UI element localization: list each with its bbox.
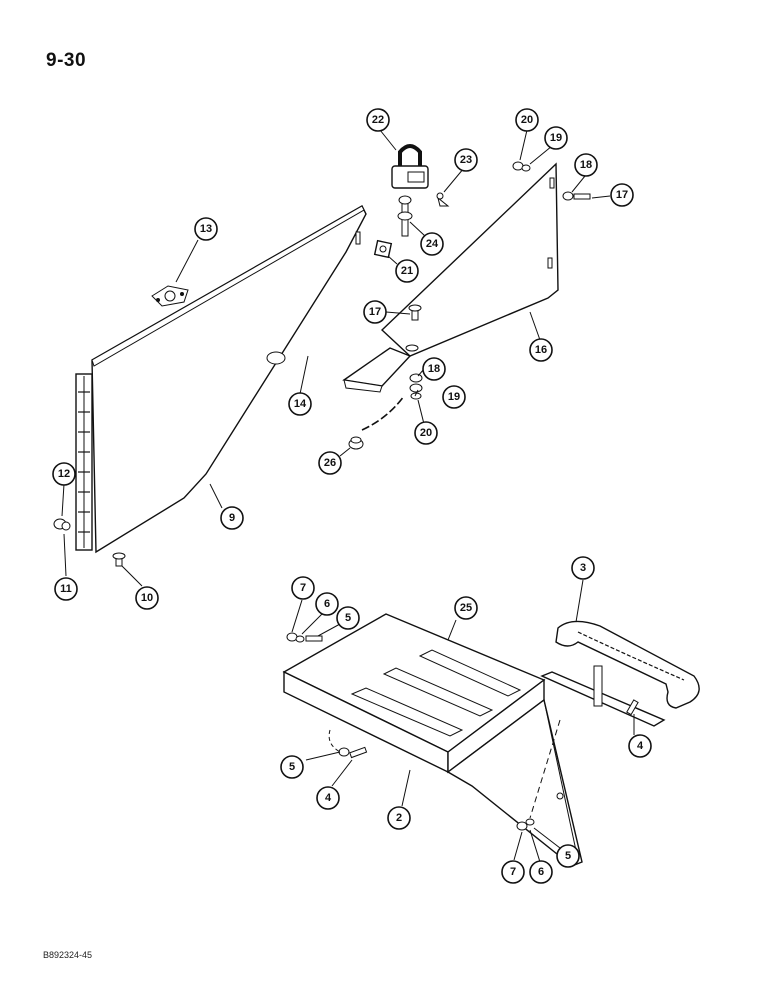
figure-code: B892324-45 [43, 950, 93, 960]
svg-text:4: 4 [325, 792, 332, 804]
svg-text:14: 14 [294, 398, 307, 410]
mounting-bracket-16 [342, 162, 559, 393]
callout-21: 21 [395, 259, 419, 283]
padlock-22 [391, 144, 429, 189]
callout-20b: 20 [414, 421, 438, 445]
svg-text:17: 17 [616, 189, 628, 201]
svg-text:18: 18 [428, 363, 440, 375]
hasp-pin-24 [397, 195, 413, 237]
svg-text:16: 16 [535, 344, 547, 356]
callout-7: 7 [291, 576, 315, 600]
svg-text:22: 22 [372, 114, 384, 126]
callout-5b: 5 [280, 755, 304, 779]
callout-24: 24 [420, 232, 444, 256]
callout-5: 5 [336, 606, 360, 630]
svg-text:5: 5 [345, 612, 351, 624]
latch-13 [151, 285, 189, 307]
svg-text:3: 3 [580, 562, 586, 574]
callout-18: 18 [574, 153, 598, 177]
callout-13: 13 [194, 217, 218, 241]
bent-rod [361, 395, 405, 431]
svg-text:6: 6 [324, 598, 330, 610]
svg-text:12: 12 [58, 468, 70, 480]
callout-25: 25 [454, 596, 478, 620]
svg-text:2: 2 [396, 812, 402, 824]
svg-text:20: 20 [521, 114, 533, 126]
svg-text:24: 24 [426, 238, 439, 250]
svg-text:10: 10 [141, 592, 153, 604]
callout-4: 4 [628, 734, 652, 758]
small-hardware [53, 161, 591, 567]
svg-text:26: 26 [324, 457, 336, 469]
side-panel-9 [91, 205, 367, 554]
svg-text:20: 20 [420, 427, 432, 439]
svg-text:4: 4 [637, 740, 644, 752]
callout-2: 2 [387, 806, 411, 830]
callout-11: 11 [54, 577, 78, 601]
callout-19: 19 [544, 126, 568, 150]
callout-9: 9 [220, 506, 244, 530]
step-bracket-2 [446, 698, 583, 867]
svg-text:11: 11 [60, 583, 72, 595]
svg-text:5: 5 [289, 761, 295, 773]
svg-text:19: 19 [448, 391, 460, 403]
svg-text:25: 25 [460, 602, 472, 614]
svg-text:5: 5 [565, 850, 571, 862]
callout-3: 3 [571, 556, 595, 580]
svg-text:17: 17 [369, 306, 381, 318]
callouts: 22 20 19 23 18 17 13 24 21 17 16 18 19 1… [52, 108, 652, 884]
page-number: 9-30 [46, 50, 87, 71]
callout-12: 12 [52, 462, 76, 486]
callout-26: 26 [318, 451, 342, 475]
callout-4b: 4 [316, 786, 340, 810]
hinge-strip [75, 373, 93, 551]
step-hardware [286, 632, 561, 831]
svg-text:9: 9 [229, 512, 235, 524]
callout-23: 23 [454, 148, 478, 172]
svg-text:19: 19 [550, 132, 562, 144]
key-23 [436, 192, 450, 207]
callout-6b: 6 [529, 860, 553, 884]
svg-text:7: 7 [510, 866, 516, 878]
callout-17: 17 [610, 183, 634, 207]
plate-21 [373, 239, 393, 259]
svg-text:21: 21 [401, 265, 413, 277]
callout-10: 10 [135, 586, 159, 610]
handle-3 [540, 620, 700, 727]
svg-text:6: 6 [538, 866, 544, 878]
callout-16: 16 [529, 338, 553, 362]
step-assembly-25 [282, 613, 546, 774]
callout-5c: 5 [556, 844, 580, 868]
svg-text:23: 23 [460, 154, 472, 166]
svg-text:13: 13 [200, 223, 212, 235]
callout-17b: 17 [363, 300, 387, 324]
callout-20: 20 [515, 108, 539, 132]
svg-text:18: 18 [580, 159, 592, 171]
callout-18b: 18 [422, 357, 446, 381]
callout-22: 22 [366, 108, 390, 132]
callout-7b: 7 [501, 860, 525, 884]
callout-19b: 19 [442, 385, 466, 409]
callout-14: 14 [288, 392, 312, 416]
callout-6: 6 [315, 592, 339, 616]
svg-text:7: 7 [300, 582, 306, 594]
